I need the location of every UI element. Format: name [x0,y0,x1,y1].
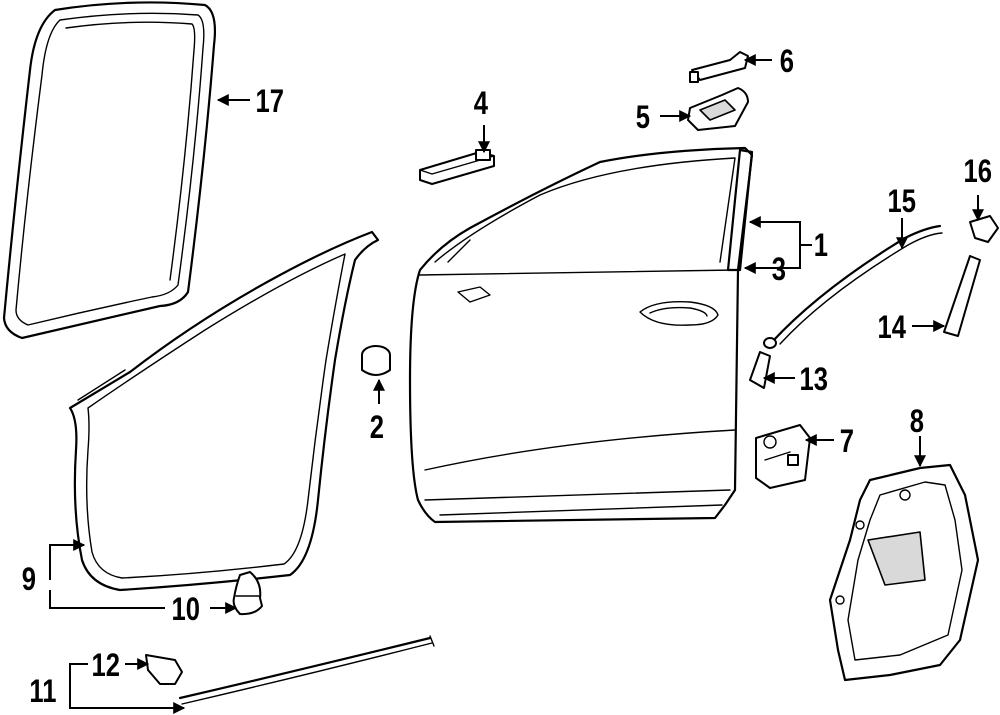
part-2-bumper [361,345,391,376]
part-11-lower-molding [178,635,435,705]
callout-2: 2 [370,410,384,445]
part-13-small-trim [749,351,771,389]
part-8-water-deflector [828,463,980,682]
part-14-pillar-trim [943,255,981,337]
callout-11: 11 [29,674,56,709]
part-5-handle-bracket [687,87,749,131]
callout-16: 16 [964,154,992,189]
callout-15: 15 [888,184,916,219]
callout-6: 6 [780,44,794,79]
callout-5: 5 [636,100,650,135]
part-16-clip [969,215,999,243]
callout-10: 10 [172,592,200,627]
callout-labels: 17 4 6 5 1 3 2 15 16 14 13 7 8 9 10 11 1… [22,44,992,709]
callout-3: 3 [772,252,786,287]
callout-4: 4 [474,86,488,121]
callout-7: 7 [840,424,854,459]
part-12-clip [145,654,183,685]
part-15-belt-molding [763,224,943,349]
callout-17: 17 [256,84,284,119]
part-10-clip [232,571,263,616]
part-9-body-weatherstrip [68,230,380,592]
part-6-handle-clip [689,51,749,83]
leader-lines [49,54,984,714]
callout-12: 12 [92,648,120,683]
part-4-handle-cover [419,149,495,185]
callout-8: 8 [910,404,924,439]
part-17-window-weatherstrip [2,1,217,340]
door-shell [408,146,754,524]
callout-14: 14 [878,310,906,345]
part-7-door-latch [755,424,811,489]
callout-9: 9 [22,562,36,597]
callout-13: 13 [800,362,828,397]
callout-1: 1 [814,228,828,263]
